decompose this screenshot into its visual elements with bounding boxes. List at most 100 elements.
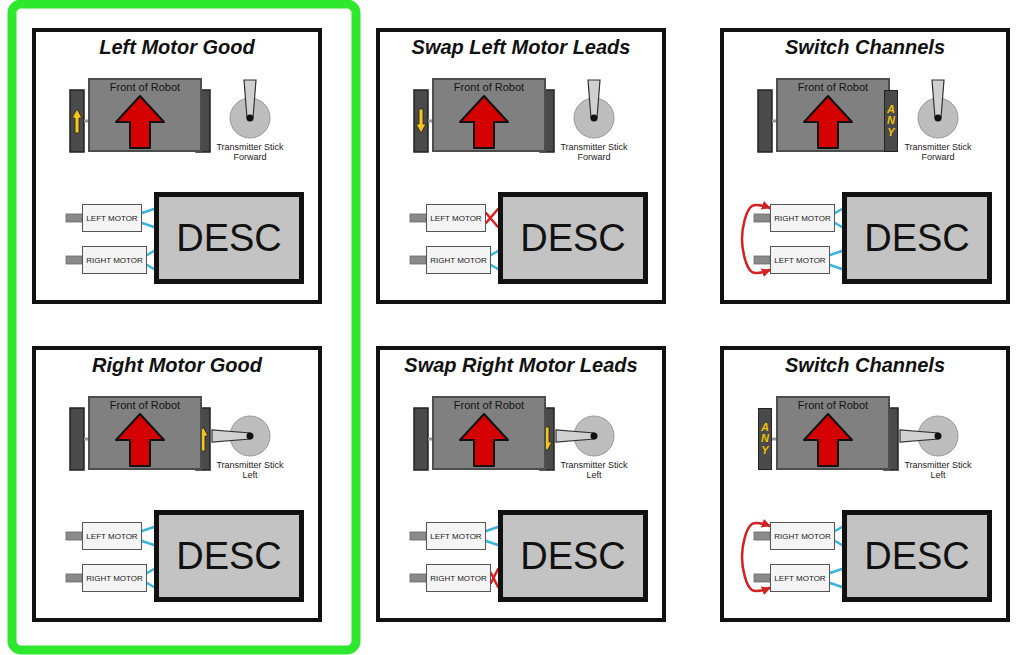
- motor-box: LEFT MOTOR: [426, 522, 486, 550]
- motor-wire: [147, 583, 154, 587]
- esc-box: DESC: [498, 192, 648, 284]
- esc-box: DESC: [842, 510, 992, 602]
- node-label: RIGHT MOTOR: [86, 574, 143, 583]
- motor-wire: [830, 251, 842, 255]
- forward-arrow: [116, 414, 164, 466]
- transmitter-stick: [556, 430, 594, 442]
- motor-box: RIGHT MOTOR: [82, 246, 147, 274]
- transmitter-stick: [588, 80, 600, 118]
- stick-caption: Transmitter Stick Forward: [558, 142, 630, 162]
- motor-wire: [835, 209, 842, 213]
- stick-caption: Transmitter Stick Left: [902, 460, 974, 480]
- wheel: [70, 408, 84, 470]
- motor-wire: [147, 569, 154, 573]
- motor-shaft: [410, 256, 426, 264]
- esc-box: DESC: [842, 192, 992, 284]
- motor-box: RIGHT MOTOR: [426, 246, 491, 274]
- wheel: [70, 90, 84, 152]
- stick-caption: Transmitter Stick Forward: [214, 142, 286, 162]
- stick-pivot: [591, 115, 598, 122]
- step-panel: Swap Right Motor LeadsFront of RobotLEFT…: [376, 346, 666, 622]
- node-label: LEFT MOTOR: [774, 256, 825, 265]
- node-label: DESC: [176, 535, 282, 577]
- motor-shaft: [410, 574, 426, 582]
- node-label: Front of Robot: [778, 81, 888, 93]
- node-label: Front of Robot: [778, 399, 888, 411]
- robot-body: Front of Robot: [432, 78, 546, 152]
- motor-shaft: [754, 574, 770, 582]
- panel-title: Switch Channels: [724, 353, 1006, 377]
- esc-box: DESC: [154, 192, 304, 284]
- panel-title: Right Motor Good: [36, 353, 318, 377]
- wheel-any: ANY: [758, 408, 772, 470]
- node-label: Front of Robot: [90, 399, 200, 411]
- panel-title: Swap Left Motor Leads: [380, 35, 662, 59]
- motor-shaft: [410, 532, 426, 540]
- node-label: LEFT MOTOR: [86, 214, 137, 223]
- stick-caption: Transmitter Stick Forward: [902, 142, 974, 162]
- motor-shaft: [66, 574, 82, 582]
- node-label: DESC: [864, 217, 970, 259]
- transmitter-stick: [932, 80, 944, 118]
- node-label: DESC: [176, 217, 282, 259]
- node-label: LEFT MOTOR: [430, 532, 481, 541]
- node-label: LEFT MOTOR: [86, 532, 137, 541]
- motor-wire: [147, 251, 154, 255]
- wheel: [758, 90, 772, 152]
- motor-box: LEFT MOTOR: [426, 204, 486, 232]
- node-label: RIGHT MOTOR: [430, 574, 487, 583]
- robot-body: Front of Robot: [432, 396, 546, 470]
- motor-wire: [835, 223, 842, 227]
- robot-body: Front of Robot: [776, 396, 890, 470]
- node-label: RIGHT MOTOR: [86, 256, 143, 265]
- motor-wire: [835, 527, 842, 531]
- motor-box: RIGHT MOTOR: [82, 564, 147, 592]
- motor-shaft: [66, 256, 82, 264]
- robot-body: Front of Robot: [88, 396, 202, 470]
- motor-wire: [491, 251, 498, 255]
- wheel-direction-arrow: [72, 109, 82, 133]
- wheel-any: ANY: [884, 90, 898, 152]
- stick-pivot: [247, 433, 254, 440]
- motor-wire: [142, 541, 154, 545]
- transmitter-stick: [900, 430, 938, 442]
- motor-box: LEFT MOTOR: [770, 246, 830, 274]
- esc-box: DESC: [498, 510, 648, 602]
- node-label: DESC: [520, 217, 626, 259]
- motor-box: LEFT MOTOR: [770, 564, 830, 592]
- node-label: ANY: [760, 422, 771, 457]
- forward-arrow: [116, 96, 164, 148]
- forward-arrow: [460, 414, 508, 466]
- node-label: Front of Robot: [90, 81, 200, 93]
- forward-arrow: [460, 96, 508, 148]
- motor-wire: [491, 265, 498, 269]
- motor-wire: [491, 569, 498, 583]
- wheel: [414, 408, 428, 470]
- forward-arrow: [804, 414, 852, 466]
- motor-box: RIGHT MOTOR: [770, 204, 835, 232]
- robot-body: Front of Robot: [776, 78, 890, 152]
- motor-shaft: [66, 214, 82, 222]
- wheel: [414, 90, 428, 152]
- step-panel: Right Motor GoodFront of RobotLEFT MOTOR…: [32, 346, 322, 622]
- node-label: RIGHT MOTOR: [430, 256, 487, 265]
- esc-box: DESC: [154, 510, 304, 602]
- node-label: LEFT MOTOR: [774, 574, 825, 583]
- motor-shaft: [754, 256, 770, 264]
- transmitter-stick: [212, 430, 250, 442]
- motor-shaft: [66, 532, 82, 540]
- stick-caption: Transmitter Stick Left: [214, 460, 286, 480]
- swap-arrow: [742, 205, 770, 273]
- motor-wire: [486, 209, 498, 223]
- motor-wire: [142, 209, 154, 213]
- motor-box: LEFT MOTOR: [82, 522, 142, 550]
- motor-wire: [830, 569, 842, 573]
- swap-arrow: [742, 523, 770, 591]
- stick-pivot: [247, 115, 254, 122]
- step-panel: Swap Left Motor LeadsFront of RobotLEFT …: [376, 28, 666, 304]
- node-label: RIGHT MOTOR: [774, 532, 831, 541]
- transmitter-stick: [244, 80, 256, 118]
- panel-title: Swap Right Motor Leads: [380, 353, 662, 377]
